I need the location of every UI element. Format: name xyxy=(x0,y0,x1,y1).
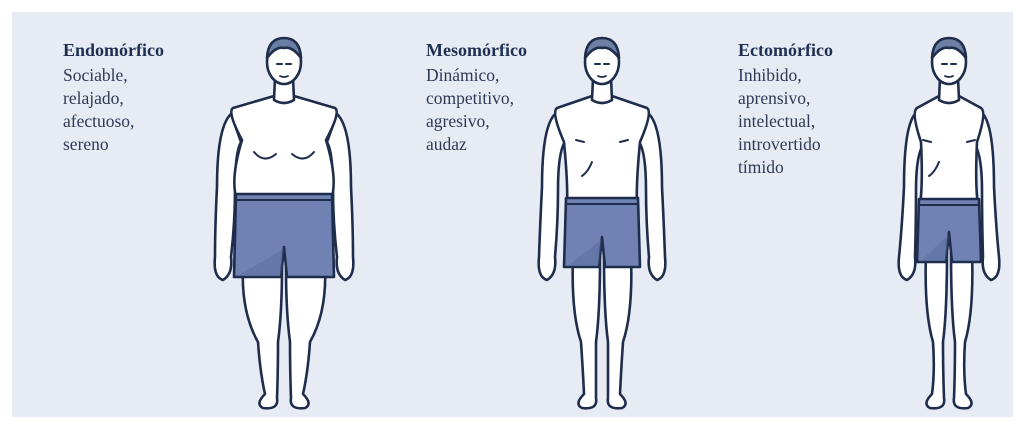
ectomorph-title: Ectomórfico xyxy=(738,38,833,62)
left-leg xyxy=(573,257,600,408)
ectomorph-trait: intelectual, xyxy=(738,110,833,133)
mesomorph-title: Mesomórfico xyxy=(426,38,527,62)
right-leg xyxy=(951,252,972,408)
mouth xyxy=(945,76,953,77)
torso xyxy=(231,96,336,200)
ectomorph-trait: Inhibido, xyxy=(738,64,833,87)
endomorph-trait: sereno xyxy=(63,133,164,156)
mesomorph-trait: agresivo, xyxy=(426,110,527,133)
ectomorph-trait: introvertido xyxy=(738,133,833,156)
shorts xyxy=(917,199,981,262)
mouth xyxy=(598,76,606,77)
ectomorph-figure xyxy=(879,12,1013,417)
endomorph-title: Endomórfico xyxy=(63,38,164,62)
endomorph-trait: relajado, xyxy=(63,87,164,110)
right-arm xyxy=(639,114,665,280)
mesomorph-trait: competitivo, xyxy=(426,87,527,110)
left-leg xyxy=(926,252,947,408)
shorts xyxy=(234,194,334,277)
left-arm xyxy=(539,114,565,280)
mesomorph-text: Mesomórfico Dinámico, competitivo, agres… xyxy=(426,38,527,156)
ectomorph-trait: aprensivo, xyxy=(738,87,833,110)
ectomorph-text: Ectomórfico Inhibido, aprensivo, intelec… xyxy=(738,38,833,179)
mesomorph-figure xyxy=(532,12,672,417)
right-leg xyxy=(604,257,631,408)
mesomorph-trait: Dinámico, xyxy=(426,64,527,87)
mouth xyxy=(280,76,288,77)
endomorph-trait: Sociable, xyxy=(63,64,164,87)
endomorph-text: Endomórfico Sociable, relajado, afectuos… xyxy=(63,38,164,156)
right-leg xyxy=(286,267,325,408)
endomorph-figure xyxy=(214,12,354,417)
torso xyxy=(555,96,649,204)
ectomorph-trait: tímido xyxy=(738,156,833,179)
endomorph-trait: afectuoso, xyxy=(63,110,164,133)
left-leg xyxy=(243,267,282,408)
mesomorph-trait: audaz xyxy=(426,133,527,156)
torso xyxy=(915,96,984,205)
somatotype-panel: Endomórfico Sociable, relajado, afectuos… xyxy=(12,12,1013,417)
shorts xyxy=(564,198,640,267)
